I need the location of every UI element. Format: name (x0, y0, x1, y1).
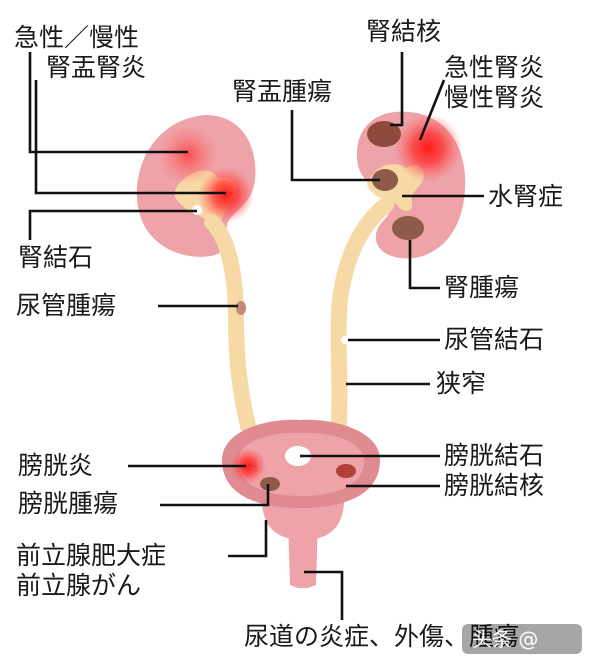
leader-acute-chronic-top (28, 52, 188, 154)
right-kidney-tumor (392, 216, 424, 240)
right-ureter (330, 197, 394, 448)
label-bladder-tb: 膀胱結核 (444, 471, 544, 500)
leader-kidney-tumor (408, 240, 440, 290)
label-prostate-hyperplasia: 前立腺肥大症 (16, 541, 166, 570)
right-kidney-tb (367, 121, 401, 147)
label-ureter-stone: 尿管結石 (444, 325, 544, 354)
label-kidney-tumor: 腎腫瘍 (444, 273, 519, 302)
label-bladder-stone: 膀胱結石 (444, 441, 544, 470)
label-urethra: 尿道の炎症、外傷、腫瘍 (244, 622, 519, 651)
label-acute-chronic-top: 急性／慢性 (14, 23, 139, 52)
label-acute-nephritis: 急性腎炎 (444, 53, 544, 82)
bladder-tb-mark (336, 464, 356, 478)
label-pyelonephritis: 腎盂腎炎 (46, 53, 146, 82)
watermark-bg (462, 624, 582, 654)
label-chronic-nephritis: 慢性腎炎 (444, 83, 544, 112)
label-kidney-tb: 腎結核 (366, 17, 441, 46)
right-kidney-glow (394, 114, 462, 182)
watermark-text: 头条 @ (472, 627, 538, 651)
label-hydronephrosis: 水腎症 (488, 182, 563, 211)
right-kidney (356, 111, 466, 259)
label-bladder-tumor: 膀胱腫瘍 (18, 489, 118, 518)
leader-bladder-tumor (160, 484, 270, 507)
label-kidney-stone: 腎結石 (18, 243, 93, 272)
ureter-tumor-mark (236, 301, 246, 315)
prostate (262, 500, 344, 540)
label-cystitis: 膀胱炎 (18, 451, 93, 480)
leader-kidney-stone (28, 209, 197, 240)
label-prostate-cancer: 前立腺がん (16, 571, 141, 600)
bladder-stone-mark (285, 446, 311, 466)
left-ureter (204, 214, 260, 448)
leader-prostate (228, 520, 268, 558)
leader-nephritis (418, 79, 446, 141)
ureters (204, 197, 394, 448)
left-kidney-glow-lower (198, 167, 254, 223)
right-pelvis-tumor (372, 169, 398, 191)
leader-pyelonephritis (34, 80, 226, 195)
leader-kidney-tb (390, 52, 404, 127)
leader-lines (28, 52, 484, 620)
label-stricture: 狭窄 (436, 369, 486, 398)
label-pelvis-tumor: 腎盂腫瘍 (232, 77, 332, 106)
labels: 急性／慢性 腎盂腎炎 腎結石 尿管腫瘍 腎結核 腎盂腫瘍 急性腎炎 慢性腎炎 水… (14, 17, 563, 651)
cystitis-glow (230, 448, 266, 484)
label-ureter-tumor: 尿管腫瘍 (16, 291, 116, 320)
left-kidney-glow-upper (158, 125, 218, 185)
leader-urethra (304, 570, 344, 620)
left-kidney (136, 115, 256, 257)
leader-pelvis-tumor (290, 110, 380, 182)
bladder-tumor-mark (260, 477, 280, 491)
watermark: 头条 @ (462, 624, 582, 654)
ureter-stone-mark (341, 336, 349, 344)
bladder (222, 419, 380, 588)
